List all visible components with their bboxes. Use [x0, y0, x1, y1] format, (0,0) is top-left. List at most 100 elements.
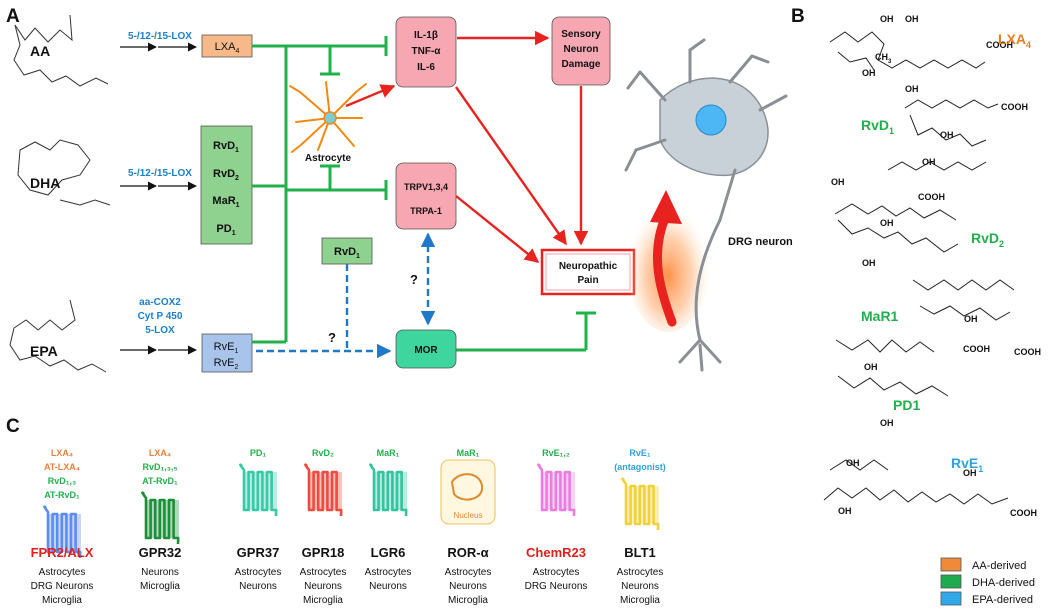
dha-mediator-2: RvD2 [213, 168, 239, 182]
lxa4-box-label: LXA4 [215, 41, 240, 55]
sensory-line-3: Damage [562, 59, 601, 70]
receptor-ligand: LXA₄ [51, 448, 73, 458]
receptor-cell-type: Microglia [620, 595, 660, 606]
question-mark-1: ? [328, 330, 336, 345]
oh-6: OH [922, 157, 936, 167]
epa-enzyme-2: Cyt P 450 [138, 311, 183, 322]
receptor-cell-type: Microglia [303, 595, 343, 606]
aa-enzyme-label: 5-/12-/15-LOX [128, 31, 192, 42]
struct-rve1: RvE1 [951, 455, 983, 474]
receptor-ligand: MaR₁ [457, 448, 480, 458]
oh-14: OH [838, 506, 852, 516]
sensory-damage-box [551, 16, 611, 86]
oh-11: OH [864, 362, 878, 372]
pain-signal-arrowhead [650, 190, 682, 224]
sensory-line-1: Sensory [561, 29, 601, 40]
receptor-ligand: (antagonist) [614, 462, 666, 472]
dha-structure [17, 139, 111, 206]
receptor-body [47, 514, 81, 552]
aa-label: AA [30, 43, 50, 59]
receptor-cell-type: Neurons [304, 581, 342, 592]
channel-1: TRPV1,3,4 [404, 182, 448, 192]
dha-enzyme-label: 5-/12-/15-LOX [128, 168, 192, 179]
receptor-7tm-icon [239, 463, 278, 517]
receptor-ligand: RvD₂ [312, 448, 334, 458]
nucleus-label: Nucleus [454, 511, 483, 520]
legend-label-aa: AA-derived [972, 560, 1026, 572]
oh-13: OH [846, 458, 860, 468]
receptor-7tm-icon [537, 463, 576, 517]
cooh-2: COOH [1001, 102, 1028, 112]
red-arrows [345, 30, 589, 263]
legend-swatch-dha [940, 574, 962, 589]
oh-4: OH [905, 84, 919, 94]
panel-b-structures [823, 31, 1015, 505]
receptor-body [243, 472, 277, 510]
sensory-line-2: Neuron [564, 44, 599, 55]
receptor-7tm-icon [621, 477, 660, 531]
receptor-1: LXA₄AT-LXA₄RvD₁,₃AT-RvD₁FPR2/ALXAstrocyt… [31, 448, 94, 606]
cooh-5: COOH [963, 344, 990, 354]
receptor-cell-type: Microglia [448, 595, 488, 606]
receptor-name: FPR2/ALX [31, 545, 94, 560]
receptor-body [373, 472, 407, 510]
panel-label-a: A [6, 6, 20, 27]
receptor-cell-type: Microglia [42, 595, 82, 606]
oh-5: OH [940, 130, 954, 140]
receptor-body [541, 472, 575, 510]
receptor-ligand: PD₁ [250, 448, 267, 458]
receptor-body [625, 486, 659, 524]
cytokine-2: TNF-α [412, 46, 442, 57]
astrocyte-nucleus [323, 111, 337, 125]
receptor-ligand: RvD₁,₃,₅ [142, 462, 177, 472]
receptor-name: LGR6 [371, 545, 406, 560]
receptor-8: RvE₁(antagonist)BLT1AstrocytesNeuronsMic… [614, 448, 666, 606]
receptor-7tm-icon [43, 505, 82, 559]
legend-label-dha: DHA-derived [972, 577, 1035, 589]
cytokines-box [395, 16, 457, 88]
receptor-cell-type: Neurons [621, 581, 659, 592]
oh-12: OH [880, 418, 894, 428]
mor-label: MOR [414, 345, 438, 356]
rve-box [201, 333, 253, 373]
oh-3: OH [862, 68, 876, 78]
legend-swatch-aa [940, 557, 962, 572]
mor-box [395, 329, 457, 369]
drg-neuron-label: DRG neuron [728, 236, 793, 248]
oh-8: OH [880, 218, 894, 228]
receptor-cell-type: Neurons [369, 581, 407, 592]
struct-lxa4: LXA4 [998, 31, 1031, 50]
cooh-3: COOH [918, 192, 945, 202]
receptor-cell-type: Astrocytes [533, 567, 580, 578]
receptor-panel: LXA₄AT-LXA₄RvD₁,₃AT-RvD₁FPR2/ALXAstrocyt… [31, 448, 666, 606]
receptor-ligand: MaR₁ [377, 448, 400, 458]
panel-b-chem-labels: COOH COOH COOH COOH COOH COOH OH OH OH C… [831, 14, 1041, 518]
oh-7: OH [831, 177, 845, 187]
dha-mediator-3: MaR1 [212, 195, 239, 209]
cooh-4: COOH [1014, 347, 1041, 357]
receptor-ligand: RvE₁,₂ [542, 448, 570, 458]
receptor-6: MaR₁NucleusROR-αAstrocytesNeuronsMicrogl… [440, 448, 496, 606]
oh-1: OH [880, 14, 894, 24]
oh-2: OH [905, 14, 919, 24]
receptor-name: GPR32 [139, 545, 182, 560]
receptor-ligand: RvE₁ [629, 448, 651, 458]
receptor-7tm-icon [369, 463, 408, 517]
oh-10: OH [964, 314, 978, 324]
struct-rvd1: RvD1 [861, 117, 894, 136]
receptor-cell-type: Astrocytes [617, 567, 664, 578]
cooh-1: COOH [986, 40, 1013, 50]
legend-label-epa: EPA-derived [972, 594, 1033, 606]
astrocyte-label: Astrocyte [305, 153, 352, 164]
inhibition-network [252, 36, 596, 352]
panel-label-c: C [6, 416, 20, 437]
rvd1-standalone-label: RvD1 [334, 246, 360, 260]
cytokine-3: IL-6 [417, 62, 435, 73]
dha-mediator-4: PD1 [216, 223, 235, 237]
panel-label-b: B [791, 6, 805, 27]
legend-swatch-epa [940, 591, 962, 606]
